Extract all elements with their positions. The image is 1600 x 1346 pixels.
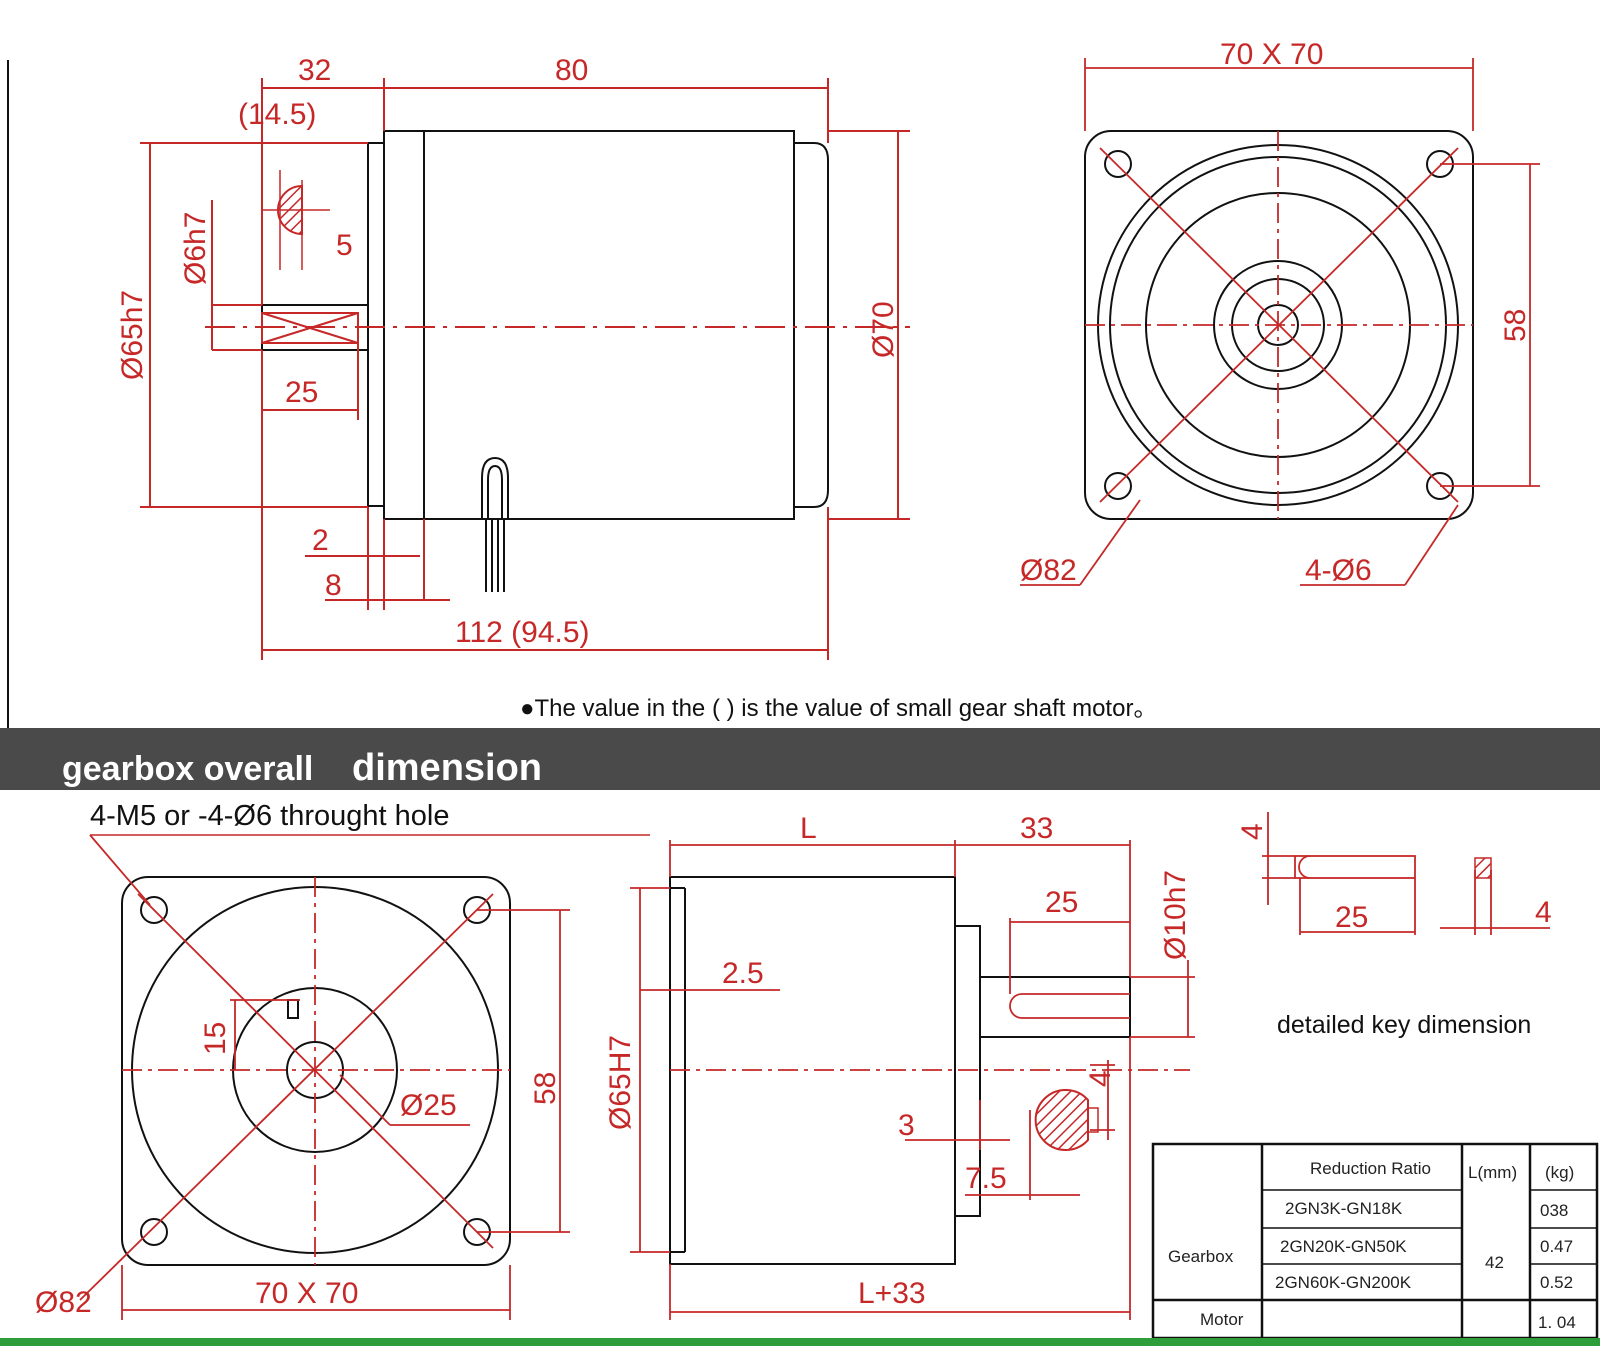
gear-dim-2-5: 2.5 [722,957,764,990]
dim-82: Ø82 [1020,554,1077,587]
gear-hole-bl [140,1218,168,1246]
key-caption: detailed key dimension [1277,1011,1531,1039]
motor-front-view: 70 X 70 58 Ø82 4-Ø6 [1020,38,1540,587]
dim-58: 58 [1499,309,1532,342]
dim-32: 32 [298,54,331,87]
gear-dim-33: 33 [1020,812,1053,845]
spec-table: Reduction Ratio L(mm) (kg) 2GN3K-GN18K 0… [1151,1142,1599,1340]
row-3-ratio: 2GN60K-GN200K [1275,1273,1412,1292]
gear-dim-4-section: 4 [1084,1070,1117,1087]
dim-80: 80 [555,54,588,87]
gear-dim-65H7: Ø65H7 [604,1035,637,1130]
key-dim-25: 25 [1335,901,1368,934]
row-1-weight: 038 [1540,1201,1568,1220]
motor-note: ●The value in the ( ) is the value of sm… [520,695,1157,722]
dim-70x70: 70 X 70 [1220,38,1323,71]
dim-2: 2 [312,524,329,557]
motor-cable [481,456,509,592]
hole-note: 4-M5 or -4-Ø6 throught hole [90,800,449,832]
key-detail: 4 25 4 detailed key dimension [1236,812,1552,1039]
dim-65h7: Ø65h7 [116,290,149,380]
row-1-ratio: 2GN3K-GN18K [1285,1199,1403,1218]
gearbox-side-view: L 33 25 Ø10h7 2.5 Ø65H7 4 3 7.5 L+33 [604,812,1195,1320]
gear-dim-15: 15 [199,1022,232,1055]
banner-title-part2: dimension [352,747,542,789]
output-shaft [979,976,1131,1038]
section-banner [0,728,1600,790]
dim-14-5: (14.5) [238,98,316,131]
motor-side-view: 32 80 (14.5) Ø6h7 5 Ø65h7 Ø70 25 2 8 112… [116,54,910,660]
gearbox-label: Gearbox [1168,1247,1234,1266]
key-dim-4-right: 4 [1535,896,1552,929]
dim-6h7: Ø6h7 [179,212,212,285]
gear-dim-25-shaft: 25 [1045,886,1078,919]
dim-70: Ø70 [867,301,900,358]
key-dim-4-top: 4 [1236,823,1269,840]
banner-title-part1: gearbox overall [62,750,313,788]
gear-dim-70x70: 70 X 70 [255,1277,358,1310]
gear-dim-L-plus-33: L+33 [858,1277,926,1310]
header-reduction-ratio: Reduction Ratio [1310,1159,1431,1178]
row-2-weight: 0.47 [1540,1237,1573,1256]
motor-weight: 1. 04 [1538,1313,1576,1332]
gear-dim-L: L [800,812,817,845]
gear-dim-7-5: 7.5 [965,1162,1007,1195]
gear-hole-tl [140,896,168,924]
dim-5: 5 [336,229,353,262]
gear-dim-3: 3 [898,1109,915,1142]
header-length: L(mm) [1468,1163,1517,1182]
dim-25: 25 [285,376,318,409]
footer-line [0,1338,1600,1346]
gearbox-flange [121,876,511,1266]
dim-4-6: 4-Ø6 [1305,554,1372,587]
gearbox-front-view: 4-M5 or -4-Ø6 throught hole [35,800,650,1320]
header-weight: (kg) [1545,1163,1574,1182]
dim-112: 112 (94.5) [455,616,590,649]
key-body [1294,855,1416,879]
gear-dim-58: 58 [529,1072,562,1105]
motor-label: Motor [1200,1310,1244,1329]
length-value: 42 [1485,1253,1504,1272]
output-shaft-section [1034,1089,1089,1151]
shaft-section [262,170,330,270]
row-2-ratio: 2GN20K-GN50K [1280,1237,1407,1256]
motor-side-dimension-lines [140,78,910,660]
mount-hole-bl [1104,472,1132,500]
gearbox-boss [954,925,981,1217]
dim-8: 8 [325,569,342,602]
gear-dim-82: Ø82 [35,1286,92,1319]
key-section [1474,857,1492,879]
gear-dim-10h7: Ø10h7 [1159,870,1192,960]
mount-hole-tl [1104,150,1132,178]
motor-body [261,130,829,520]
gear-dim-25: Ø25 [400,1089,457,1122]
row-3-weight: 0.52 [1540,1273,1573,1292]
